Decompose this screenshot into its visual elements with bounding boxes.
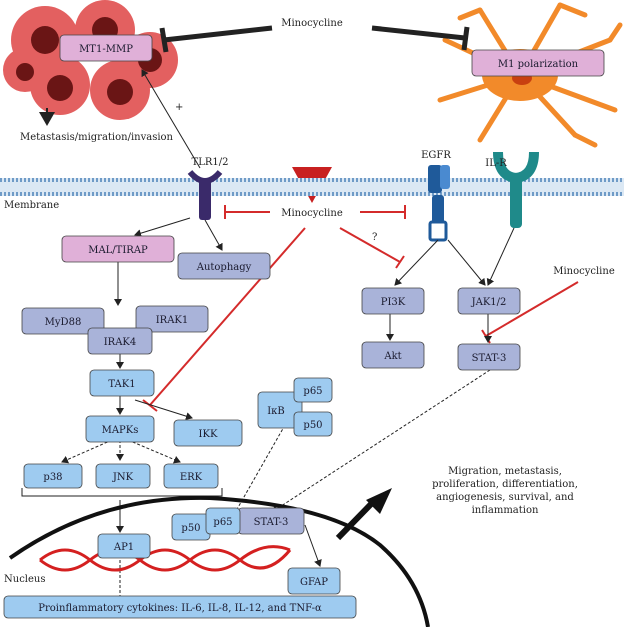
mt1mmp-label: MT1-MMP [79, 44, 133, 55]
minocycline-right-label: Minocycline [553, 266, 615, 277]
svg-text:inflammation: inflammation [472, 505, 539, 516]
autophagy-label: Autophagy [196, 262, 252, 273]
p50-nuc-label: p50 [181, 523, 200, 534]
dna-helix [39, 545, 292, 572]
erk-label: ERK [180, 472, 203, 483]
p65-top-label: p65 [303, 386, 322, 397]
minocycline-top-label: Minocycline [281, 18, 343, 29]
question-mark: ? [372, 232, 377, 243]
minocycline-mid-label: Minocycline [281, 208, 343, 219]
outcome-text: Migration, metastasis, proliferation, di… [432, 466, 578, 516]
svg-text:angiogenesis, survival, and: angiogenesis, survival, and [436, 492, 574, 503]
myd88-label: MyD88 [45, 317, 82, 328]
myd88-box [21, 307, 105, 335]
ap1-label: AP1 [113, 542, 134, 553]
m1-polarization-label: M1 polarization [498, 59, 579, 70]
gfap-label: GFAP [300, 577, 328, 588]
p50-top-label: p50 [303, 420, 322, 431]
cytokines-box [3, 595, 357, 619]
mt1mmp-box [59, 34, 153, 62]
inhibit-m1 [371, 25, 470, 51]
membrane-label: Membrane [4, 200, 59, 211]
jak-box [457, 287, 521, 315]
metastasis-label: Metastasis/migration/invasion [20, 132, 174, 143]
m1-polarization-box [471, 49, 605, 77]
erk-box [163, 463, 219, 489]
autophagy-box [177, 252, 271, 280]
p65-nuc-box [205, 507, 241, 535]
plus-sign: + [175, 102, 183, 113]
stat3-cyto-box [457, 343, 521, 371]
nucleus-outline [8, 495, 430, 627]
p38-label: p38 [43, 472, 62, 483]
svg-text:proliferation, differentiation: proliferation, differentiation, [432, 479, 578, 490]
ikb-box [257, 391, 303, 429]
ikk-box [173, 419, 243, 447]
irak4-box [87, 327, 153, 355]
ap1-box [97, 533, 151, 559]
pi3k-label: PI3K [381, 297, 406, 308]
jak-label: JAK1/2 [471, 297, 507, 308]
p65-nuc-label: p65 [213, 517, 232, 528]
akt-box [361, 341, 425, 369]
jnk-box [95, 463, 151, 489]
p50-top-box [293, 411, 333, 437]
ilr-label: IL-R [485, 158, 507, 169]
mal-tirap-label: MAL/TIRAP [88, 245, 148, 256]
tlr-receptor [187, 169, 223, 220]
mapks-box [85, 415, 155, 443]
akt-label: Akt [383, 351, 401, 362]
irak1-box [135, 305, 209, 333]
egfr-receptor [428, 165, 450, 242]
tlr-label: TLR1/2 [192, 157, 229, 168]
egfr-label: EGFR [421, 150, 451, 161]
p65-top-box [293, 377, 333, 403]
pi3k-box [361, 287, 425, 315]
mal-tirap-box [61, 235, 175, 263]
stat3-nuc-label: STAT-3 [254, 517, 289, 528]
tak1-label: TAK1 [108, 379, 135, 390]
jnk-label: JNK [112, 472, 134, 483]
ikb-label: IκB [267, 406, 285, 417]
inhibit-lines-mid [142, 205, 579, 412]
nucleus-label: Nucleus [4, 574, 45, 585]
membrane [0, 178, 624, 196]
inhibit-mt1mmp [159, 25, 273, 53]
svg-text:Migration, metastasis,: Migration, metastasis, [448, 466, 562, 477]
ilr-receptor [493, 151, 539, 228]
gfap-box [287, 567, 341, 595]
mapks-label: MAPKs [102, 425, 139, 436]
p38-box [23, 463, 83, 489]
irak4-label: IRAK4 [104, 337, 137, 348]
stat3-cyto-label: STAT-3 [472, 353, 507, 364]
cytokines-label: Proinflammatory cytokines: IL-6, IL-8, I… [38, 603, 322, 614]
tak1-box [89, 369, 155, 397]
irak1-label: IRAK1 [156, 315, 189, 326]
ikk-label: IKK [199, 429, 218, 440]
